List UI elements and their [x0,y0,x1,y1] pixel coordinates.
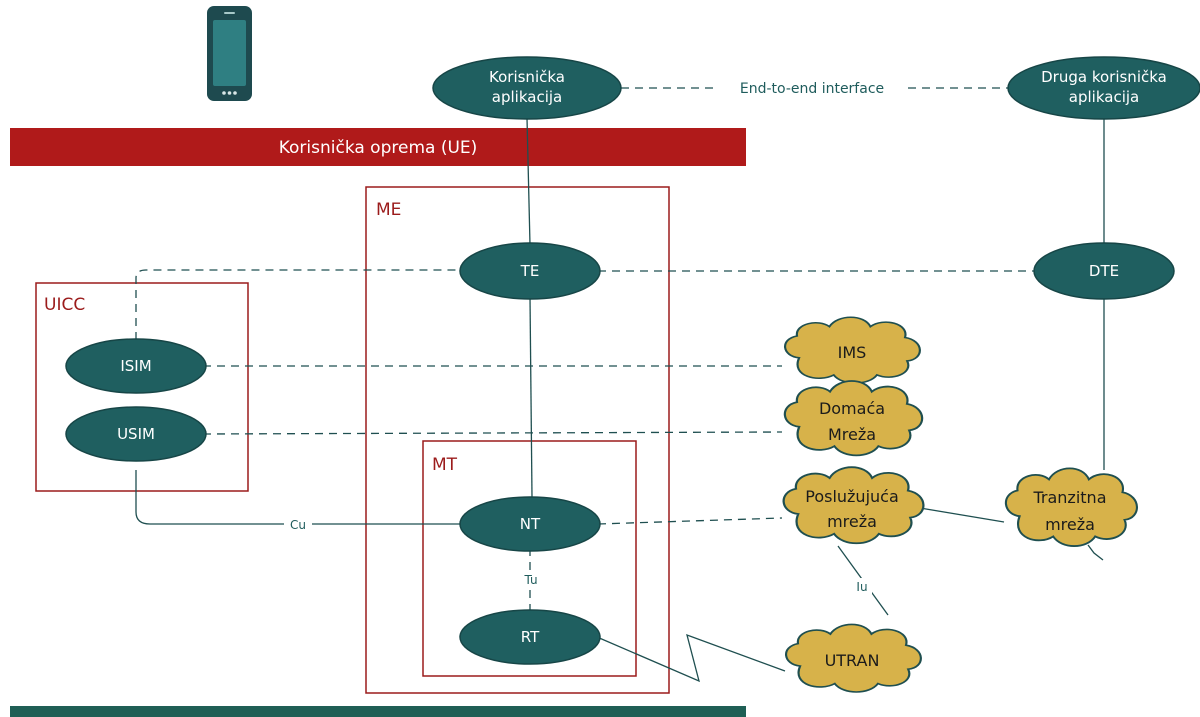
svg-text:Korisnička: Korisnička [489,68,565,86]
usim-node: USIM [65,406,207,462]
iu-interface-label: Iu [856,580,867,594]
svg-text:Tranzitna: Tranzitna [1032,488,1106,507]
link-serving-transit [919,507,1005,523]
svg-text:NT: NT [520,515,541,533]
utran-cloud: UTRAN [784,623,922,694]
svg-text:mreža: mreža [1045,515,1095,534]
other-user-application-node: Druga korisnička aplikacija [1007,56,1200,120]
link-usim-home [202,431,783,435]
svg-text:Poslužujuća: Poslužujuća [805,487,899,506]
svg-text:aplikacija: aplikacija [492,88,562,106]
svg-text:DTE: DTE [1089,262,1119,280]
svg-text:ISIM: ISIM [120,357,151,375]
mt-box-label: MT [432,455,458,475]
ims-cloud: IMS [783,316,921,385]
cu-interface-label: Cu [290,518,306,532]
me-box [365,186,670,694]
isim-node: ISIM [65,338,207,394]
smartphone-icon [207,6,252,101]
uicc-box-label: UICC [44,295,85,315]
serving-network-cloud: Poslužujuća mreža [782,466,925,545]
link-rt-utran [596,633,786,683]
link-app-te [526,117,531,246]
me-box-label: ME [376,200,401,220]
tu-interface-label: Tu [523,573,537,587]
transit-tail [1087,544,1104,561]
te-node: TE [459,242,601,300]
svg-text:USIM: USIM [117,425,155,443]
ue-band [10,128,746,166]
link-te-nt [529,296,533,498]
uicc-box [35,282,249,492]
link-isim-te [135,269,462,340]
svg-text:RT: RT [521,628,540,646]
dte-node: DTE [1033,242,1175,300]
svg-text:Mreža: Mreža [828,425,876,444]
link-cu [135,470,460,525]
home-network-cloud: Domaća Mreža [783,379,924,457]
svg-text:Druga korisnička: Druga korisnička [1041,68,1167,86]
svg-text:mreža: mreža [827,512,877,531]
svg-text:UTRAN: UTRAN [825,651,880,670]
svg-text:IMS: IMS [838,343,867,362]
svg-text:Domaća: Domaća [819,399,885,418]
ue-band-label: Korisnička oprema (UE) [279,138,478,158]
svg-text:aplikacija: aplikacija [1069,88,1139,106]
rt-node: RT [459,609,601,665]
mt-box [422,440,637,677]
transit-network-cloud: Tranzitna mreža [1004,467,1138,548]
link-nt-serving [597,517,783,525]
svg-text:TE: TE [520,262,540,280]
e2e-interface-label: End-to-end interface [740,81,884,97]
bottom-band [10,706,746,717]
user-application-node: Korisnička aplikacija [432,56,622,120]
nt-node: NT [459,496,601,552]
